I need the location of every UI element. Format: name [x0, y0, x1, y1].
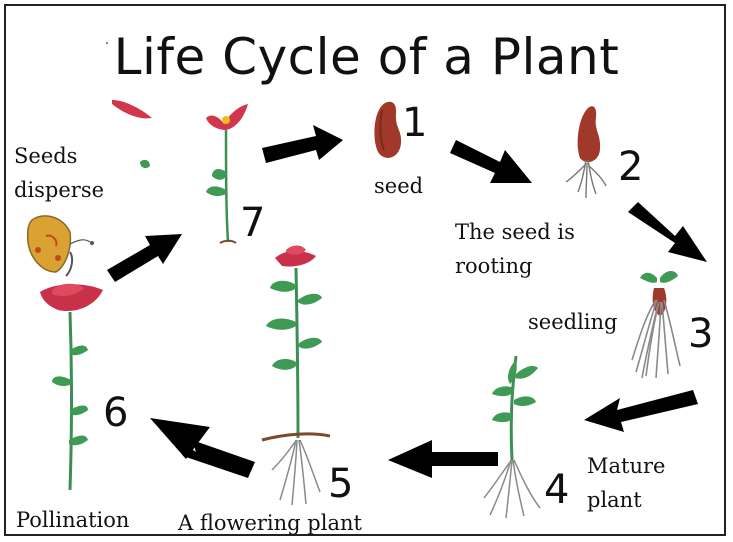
stage-1-label: seed	[374, 176, 423, 197]
stage-4-label-line2: plant	[587, 490, 642, 511]
stage-6-number: 6	[103, 393, 128, 433]
stage-5-label: A flowering plant	[178, 513, 362, 534]
arrow-4-to-5	[388, 440, 498, 478]
stage-3-number: 3	[688, 314, 713, 354]
butterfly-illustration	[28, 216, 94, 276]
mature-plant-illustration	[484, 356, 540, 518]
stage-3-label: seedling	[528, 312, 617, 333]
stage-5-number: 5	[328, 464, 353, 504]
diagram-title: Life Cycle of a Plant	[0, 32, 733, 82]
rooting-seed-illustration	[566, 106, 606, 198]
stage-7-label-line2: disperse	[14, 180, 104, 201]
arrow-3-to-4	[584, 390, 698, 432]
stage-6-label: Pollination	[16, 510, 129, 531]
seedling-illustration	[632, 271, 680, 378]
stage-7-label-line1: Seeds	[14, 146, 77, 167]
stage-2-label-line1: The seed is	[455, 222, 575, 243]
stage-2-number: 2	[618, 147, 643, 187]
arrow-5-to-6	[150, 418, 255, 478]
stage-7-number: 7	[240, 203, 265, 243]
stage-4-number: 4	[544, 470, 569, 510]
arrow-2-to-3	[628, 202, 707, 262]
arrow-1-to-2	[450, 140, 532, 183]
seed-illustration	[374, 102, 401, 158]
flowering-plant-illustration	[262, 246, 330, 506]
stage-1-number: 1	[402, 103, 427, 143]
stage-2-label-line2: rooting	[455, 256, 532, 277]
stage-4-label-line1: Mature	[587, 456, 665, 477]
pollination-flower-illustration	[40, 284, 103, 490]
arrow-7-to-1	[262, 125, 343, 163]
arrow-6-to-7	[107, 234, 182, 282]
